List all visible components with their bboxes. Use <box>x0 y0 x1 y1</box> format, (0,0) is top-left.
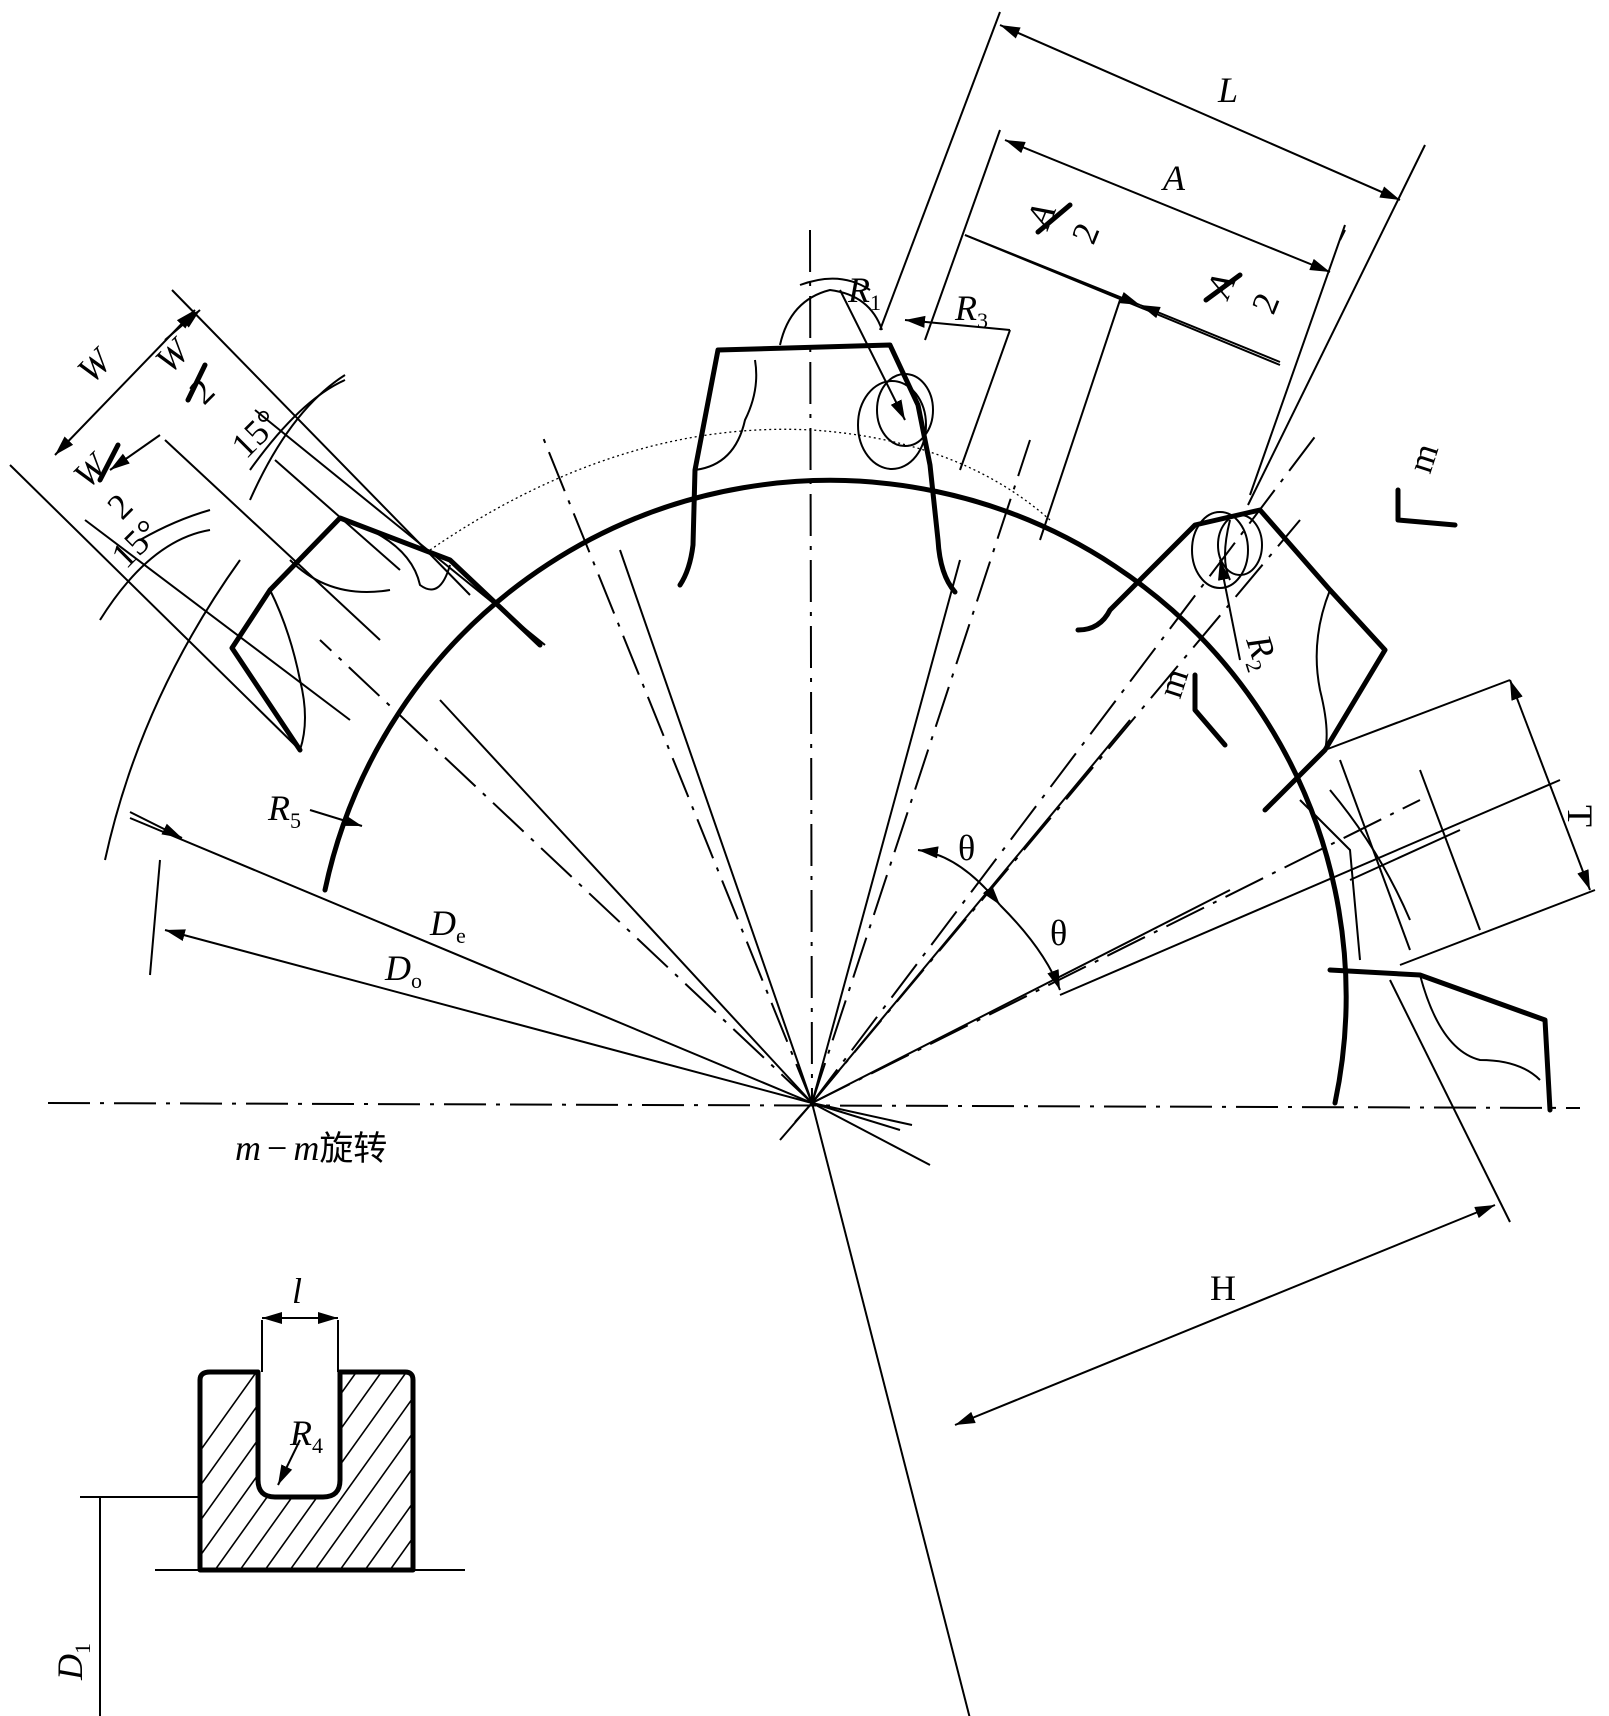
section-view <box>80 1312 465 1716</box>
svg-text:2: 2 <box>1244 287 1288 319</box>
label-l: l <box>292 1271 302 1311</box>
label-L: L <box>1217 70 1238 110</box>
section-marker-m-top <box>1192 487 1458 748</box>
label-15-top: 15° <box>223 402 287 466</box>
center-lines <box>47 229 1581 1109</box>
label-theta-1: θ <box>958 828 975 868</box>
section-hatching <box>200 1372 413 1570</box>
tooth-right <box>1075 507 1388 813</box>
labels: L A A 2 A 2 R1 R3 R2 m m T W <box>50 70 1600 1681</box>
dim-L-A <box>879 11 1426 541</box>
radial-lines <box>439 549 1231 1716</box>
tooth-top <box>677 277 958 595</box>
label-W: W <box>69 339 121 391</box>
svg-text:15°: 15° <box>223 402 287 466</box>
label-m-bottom: m <box>1150 663 1197 702</box>
label-m-top: m <box>1400 438 1447 477</box>
label-De: De <box>429 903 466 948</box>
tooth-left <box>229 515 543 753</box>
label-R1: R1 <box>847 270 881 315</box>
label-R5: R5 <box>267 788 301 833</box>
dim-R3 <box>904 315 1011 331</box>
svg-text:T: T <box>1560 805 1600 827</box>
label-Do: Do <box>384 948 422 993</box>
dim-R1 <box>839 289 906 421</box>
svg-text:D1: D1 <box>50 1643 95 1681</box>
dim-R2 <box>1218 559 1241 661</box>
label-R2: R2 <box>1233 629 1286 675</box>
outer-arc-left <box>104 559 241 861</box>
tooth-bottom-right <box>1299 799 1553 1113</box>
svg-text:R2: R2 <box>1233 629 1286 675</box>
label-T: T <box>1560 805 1600 827</box>
label-D1: D1 <box>50 1643 95 1681</box>
label-A-half-1: A 2 <box>1018 197 1108 249</box>
outer-arc-left-3 <box>249 379 346 471</box>
label-R3: R3 <box>954 288 988 333</box>
label-R4: R4 <box>289 1413 323 1458</box>
dim-R5 <box>309 809 363 827</box>
dim-W <box>9 289 546 751</box>
label-H: H <box>1210 1268 1236 1308</box>
diameter-lines <box>129 811 813 1104</box>
outer-arc-right <box>1329 789 1411 921</box>
svg-text:W: W <box>69 339 121 391</box>
dim-theta <box>917 779 1561 996</box>
dim-H <box>954 979 1511 1426</box>
label-section-title: m−m旋转 <box>235 1128 387 1169</box>
label-A: A <box>1161 158 1186 198</box>
svg-text:2: 2 <box>1064 217 1108 249</box>
label-theta-2: θ <box>1050 913 1067 953</box>
sprocket-root-arc <box>322 477 1349 1106</box>
outer-arc-left-2 <box>139 509 211 541</box>
svg-text:m: m <box>1150 663 1197 702</box>
pitch-circle-arc <box>429 428 1051 551</box>
svg-text:m: m <box>1400 438 1447 477</box>
